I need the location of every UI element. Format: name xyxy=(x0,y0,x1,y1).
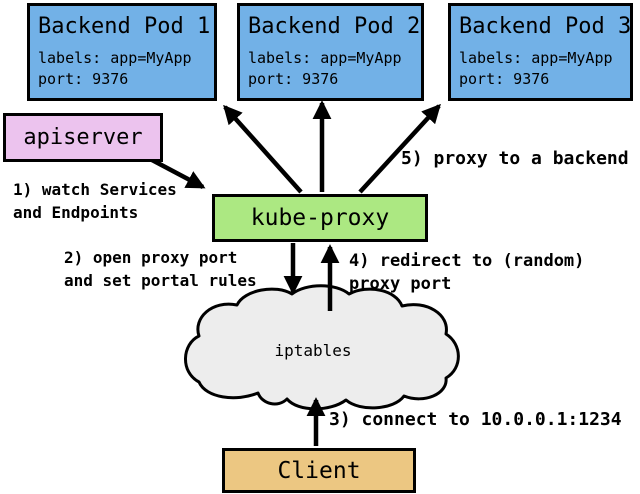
annotation-step1-line2: and Endpoints xyxy=(13,203,139,222)
arrow-apiserver-to-kubeproxy xyxy=(150,158,206,189)
annotation-step4-line1: 4) redirect to (random) xyxy=(349,251,585,271)
iptables-cloud xyxy=(184,284,460,411)
kube-proxy-box: kube-proxy xyxy=(212,194,428,242)
annotation-step1: 1) watch Services and Endpoints xyxy=(13,178,177,224)
annotation-step2: 2) open proxy port and set portal rules xyxy=(64,246,257,292)
annotation-step2-line2: and set portal rules xyxy=(64,271,257,290)
annotation-step3: 3) connect to 10.0.0.1:1234 xyxy=(329,409,622,430)
client-label: Client xyxy=(277,457,361,484)
backend-pod-1-port: port: 9376 xyxy=(38,70,129,88)
backend-pod-1-box: Backend Pod 1 labels: app=MyApp port: 93… xyxy=(27,3,217,101)
apiserver-label: apiserver xyxy=(23,125,143,150)
backend-pod-2-labels: labels: app=MyApp xyxy=(248,49,402,67)
kube-proxy-label: kube-proxy xyxy=(250,205,390,231)
backend-pod-1-title: Backend Pod 1 xyxy=(38,14,211,39)
backend-pod-2-title: Backend Pod 2 xyxy=(248,14,421,39)
client-box: Client xyxy=(222,448,416,493)
backend-pod-3-title: Backend Pod 3 xyxy=(459,14,632,39)
backend-pod-3-labels: labels: app=MyApp xyxy=(459,49,613,67)
annotation-step4: 4) redirect to (random) proxy port xyxy=(349,250,584,296)
annotation-step5: 5) proxy to a backend xyxy=(401,148,629,169)
backend-pod-3-box: Backend Pod 3 labels: app=MyApp port: 93… xyxy=(448,3,633,101)
arrow-kubeproxy-to-pod3 xyxy=(358,103,441,194)
backend-pod-3-port: port: 9376 xyxy=(459,70,550,88)
annotation-step2-line1: 2) open proxy port xyxy=(64,248,238,267)
annotation-step4-line2: proxy port xyxy=(349,274,452,294)
apiserver-box: apiserver xyxy=(3,113,163,162)
backend-pod-1-labels: labels: app=MyApp xyxy=(38,49,192,67)
iptables-label: iptables xyxy=(274,341,352,360)
annotation-step1-line1: 1) watch Services xyxy=(13,180,177,199)
arrow-kubeproxy-to-pod1 xyxy=(223,104,303,194)
backend-pod-2-box: Backend Pod 2 labels: app=MyApp port: 93… xyxy=(237,3,424,101)
backend-pod-2-port: port: 9376 xyxy=(248,70,339,88)
